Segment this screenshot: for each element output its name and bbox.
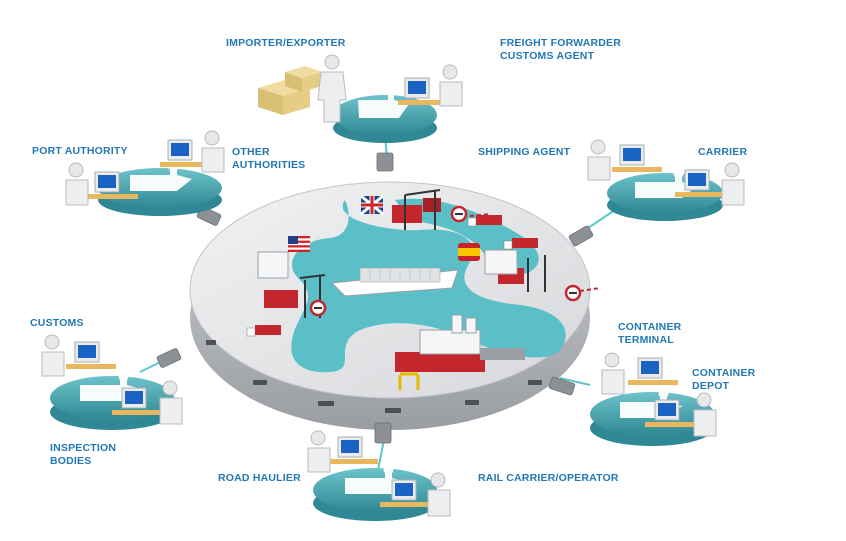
computer-icon-freight xyxy=(398,64,463,107)
node-road-rail xyxy=(307,430,451,521)
trucks xyxy=(246,215,538,337)
label-shipping-agent: SHIPPING AGENT xyxy=(478,146,571,158)
label-freight-forwarder: FREIGHT FORWARDER CUSTOMS AGENT xyxy=(500,37,622,62)
container-ship xyxy=(330,267,459,297)
spain-flag xyxy=(458,243,480,261)
label-inspection-bodies: INSPECTION BODIES xyxy=(50,442,117,467)
uk-flag xyxy=(360,194,384,216)
label-carrier: CARRIER xyxy=(698,146,748,158)
us-flag xyxy=(288,236,310,252)
label-importer-exporter: IMPORTER/EXPORTER xyxy=(226,37,346,49)
label-container-terminal: CONTAINER TERMINAL xyxy=(618,321,682,346)
importer-goods xyxy=(258,54,347,123)
node-port-authority xyxy=(65,130,225,216)
cable-plugs xyxy=(156,152,594,444)
node-customs xyxy=(41,334,183,430)
port-buildings xyxy=(257,249,518,355)
checkpoint-signs xyxy=(309,205,601,317)
label-rail-carrier: RAIL CARRIER/OPERATOR xyxy=(478,472,619,484)
label-other-authorities: OTHER AUTHORITIES xyxy=(232,146,306,171)
node-carrier xyxy=(587,139,745,221)
label-customs: CUSTOMS xyxy=(30,317,84,329)
label-container-depot: CONTAINER DEPOT xyxy=(692,367,756,392)
port-platform xyxy=(189,181,591,430)
node-container-depot xyxy=(590,352,717,446)
label-road-haulier: ROAD HAULIER xyxy=(218,472,301,484)
label-port-authority: PORT AUTHORITY xyxy=(32,145,128,157)
